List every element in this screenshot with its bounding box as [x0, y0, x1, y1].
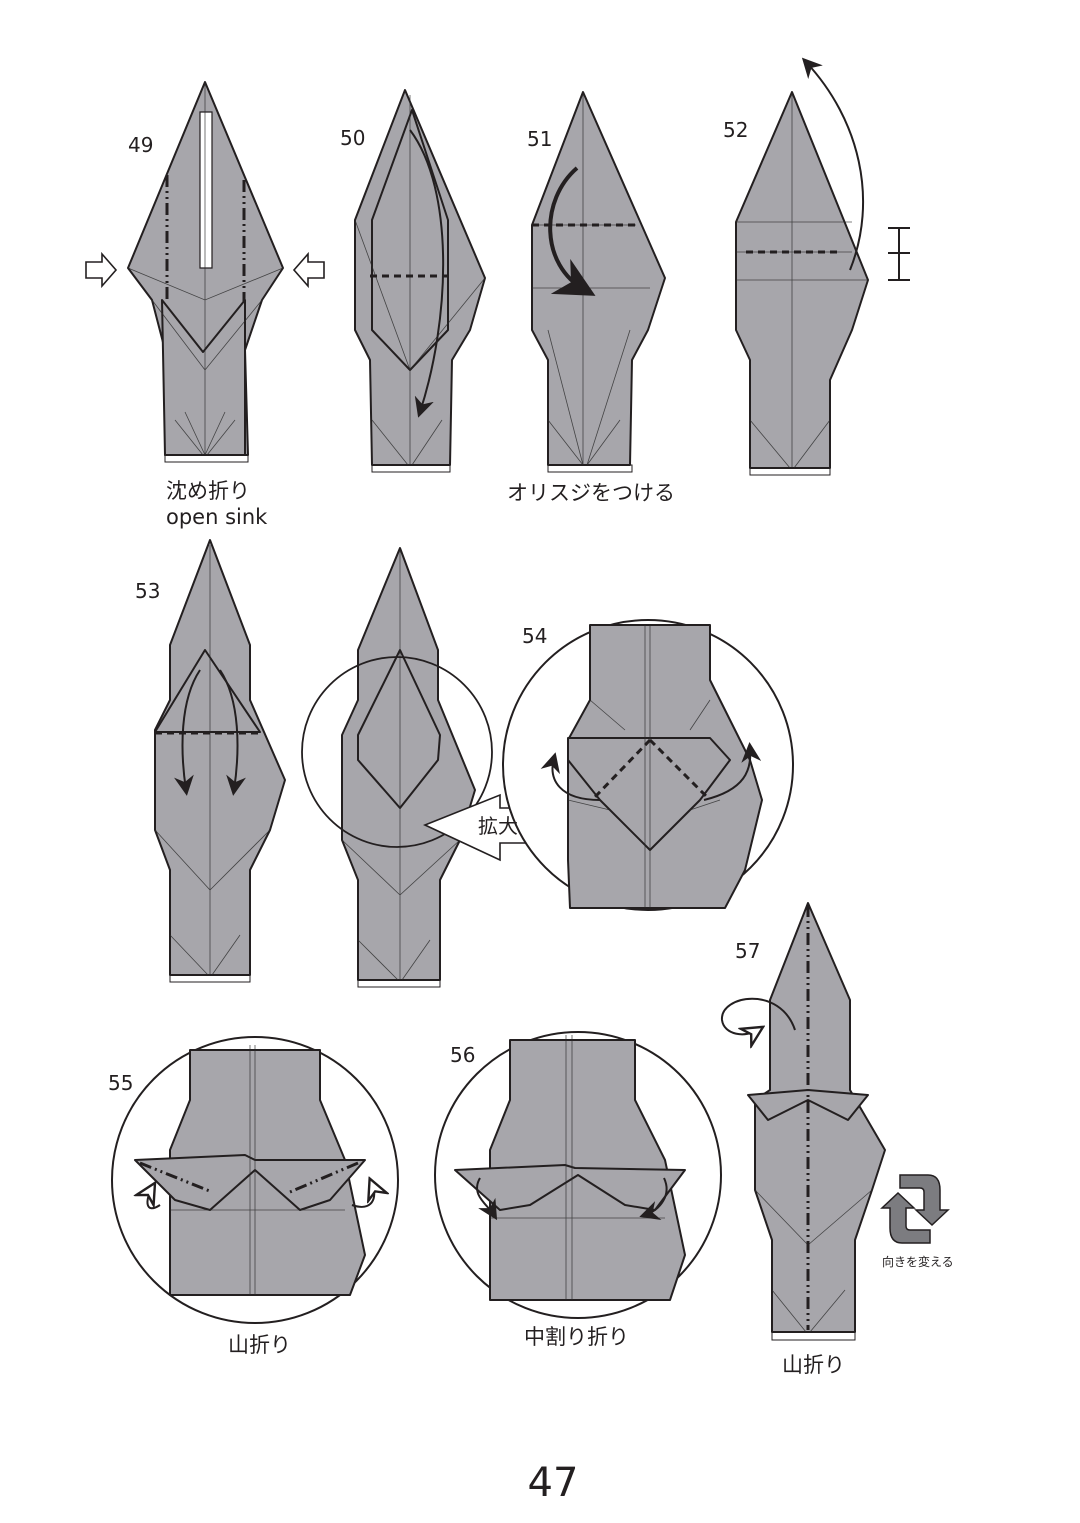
- step-50-figure: [354, 89, 486, 473]
- push-arrow-icon: [292, 251, 325, 289]
- step-54-figure: [502, 619, 794, 911]
- step-number: 53: [135, 579, 160, 603]
- caption-mountain-fold: 山折り: [228, 1333, 291, 1357]
- caption-mountain-fold: 山折り: [782, 1353, 845, 1377]
- caption-turn-over: 向きを変える: [882, 1254, 954, 1269]
- step-number: 57: [735, 939, 760, 963]
- step-55-figure: [111, 1036, 399, 1324]
- step-56-figure: [434, 1031, 722, 1319]
- step-number: 55: [108, 1071, 133, 1095]
- step-52-figure: [735, 57, 910, 476]
- step-number: 54: [522, 624, 547, 648]
- page-number: 47: [528, 1460, 579, 1506]
- step-number: 56: [450, 1043, 475, 1067]
- step-number: 49: [128, 133, 153, 157]
- enlarge-circle: [301, 656, 493, 848]
- step-49-figure: [85, 81, 325, 463]
- step-number: 50: [340, 126, 365, 150]
- step-51-figure: [531, 91, 666, 473]
- caption-inside-reverse-fold: 中割り折り: [524, 1325, 629, 1349]
- caption-enlarge: 拡大: [478, 814, 518, 838]
- rotate-icon: [880, 1174, 950, 1244]
- step-number: 51: [527, 127, 552, 151]
- step-53b-figure: [301, 547, 493, 988]
- caption-open-sink-en: open sink: [166, 505, 268, 529]
- caption-crease: オリスジをつける: [507, 481, 675, 505]
- push-arrow-icon: [85, 251, 118, 289]
- step-53-figure: [154, 539, 286, 983]
- caption-open-sink-jp: 沈め折り: [166, 479, 250, 503]
- step-number: 52: [723, 118, 748, 142]
- measure-bracket-icon: [888, 227, 910, 281]
- step-57-figure: [720, 902, 950, 1341]
